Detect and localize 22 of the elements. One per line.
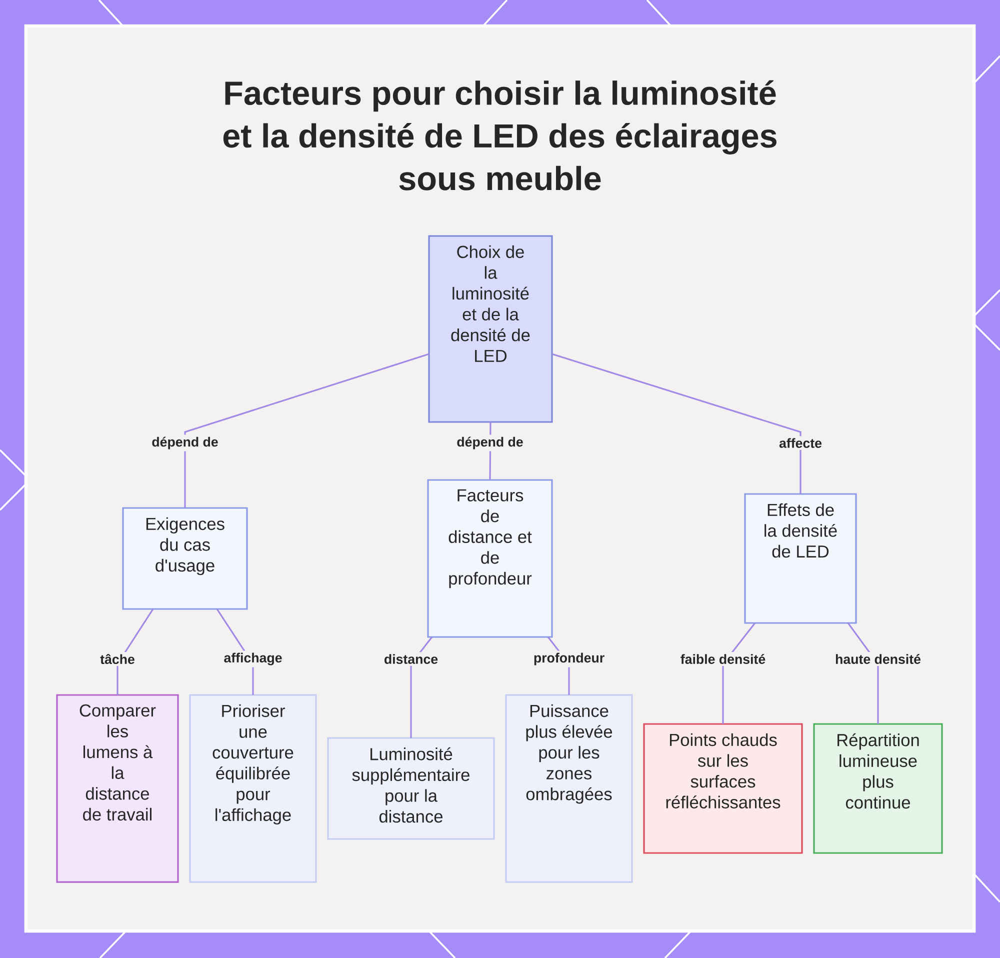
leaf-box: Prioriser une couverture équilibrée pour l'affichage (189, 694, 317, 883)
leaf-box: Comparer les lumens à la distance de travail (56, 694, 179, 883)
branch-box: Facteurs de distance et de profondeur (427, 479, 553, 638)
edge-label: affichage (222, 650, 284, 668)
branch-box: Exigences du cas d'usage (122, 507, 248, 610)
leaf-box: Répartition lumineuse plus continue (813, 723, 943, 854)
connector-line (184, 353, 430, 508)
branch-box: Effets de la densité de LED (744, 493, 857, 624)
edge-label: tâche (98, 652, 137, 666)
leaf-box: Luminosité supplémentaire pour la distance (327, 737, 495, 840)
edge-label: profondeur (531, 650, 607, 668)
edge-label: dépend de (454, 434, 526, 452)
edge-label: dépend de (150, 434, 220, 452)
edge-label: affecte (777, 436, 824, 450)
edge-label: distance (382, 652, 440, 666)
leaf-box: Points chauds sur les surfaces réfléchissantes (643, 723, 803, 854)
connector-line (552, 353, 802, 494)
edge-label: faible densité (678, 652, 768, 666)
title: Facteurs pour choisir la luminosité et la densité de LED des éclairages sous meuble (223, 80, 776, 190)
root-box: Choix de la luminosité et de la densité de LED (428, 235, 553, 423)
leaf-box: Puissance plus élevée pour les zones ombragées (505, 694, 633, 883)
edge-label: haute densité (833, 652, 923, 666)
